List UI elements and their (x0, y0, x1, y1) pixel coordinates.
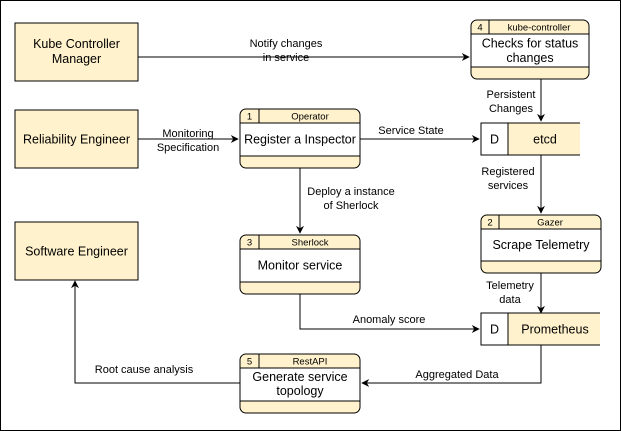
flow-anomaly-score-arrow (299, 294, 480, 333)
process-kube-controller-name: kube-controller (508, 23, 571, 34)
flow-telemetry-data-label-line-1: Telemetry (486, 280, 534, 292)
store-prometheus-name-cell (508, 313, 600, 345)
flow-deploy-instance-label-line-2: of Sherlock (323, 200, 379, 212)
flow-persistent-changes: Persistent Changes (487, 79, 545, 122)
process-gazer-number: 2 (487, 218, 492, 229)
entity-software-engineer-box (14, 221, 139, 281)
flow-deploy-instance-label-line-1: Deploy a instance (307, 186, 394, 198)
entity-reliability-engineer-box (14, 109, 139, 169)
flow-root-cause-analysis-arrow (71, 280, 240, 384)
entity-kube-controller-manager-box (14, 22, 139, 82)
process-kube-controller-body (471, 34, 589, 67)
flow-monitoring-specification: Monitoring Specification (138, 128, 239, 154)
flow-aggregated-data: Aggregated Data (361, 345, 542, 387)
process-restapi-body (240, 368, 360, 401)
process-operator-body (240, 123, 360, 156)
entity-kube-controller-manager-label-line-2: Manager (52, 52, 101, 66)
process-sherlock: 3 Sherlock Monitor service (239, 234, 361, 295)
store-prometheus-name: Prometheus (521, 323, 588, 337)
flow-telemetry-data-label-line-2: data (499, 294, 521, 306)
flow-telemetry-data: Telemetry data (486, 273, 545, 314)
process-gazer-name: Gazer (537, 218, 563, 229)
process-operator: 1 Operator Register a Inspector (239, 108, 361, 169)
process-operator-name: Operator (291, 112, 329, 123)
entity-software-engineer-label: Software Engineer (25, 245, 128, 259)
process-kube-controller-body-line-1: Checks for status (482, 37, 579, 51)
flow-notify-changes-label-line-1: Notify changes (250, 38, 323, 50)
process-restapi-body-line-2: topology (276, 384, 324, 398)
flow-registered-services-label-line-1: Registered (481, 166, 534, 178)
flow-notify-changes-label-line-2: in service (263, 52, 309, 64)
process-restapi-body-line-1: Generate service (252, 370, 347, 384)
store-etcd-name: etcd (533, 133, 557, 147)
flow-registered-services-label-line-2: services (488, 180, 529, 192)
flow-persistent-changes-label-line-2: Changes (489, 103, 534, 115)
flow-persistent-changes-label-line-1: Persistent (487, 89, 536, 101)
flow-anomaly-score-label: Anomaly score (353, 314, 426, 326)
entity-kube-controller-manager-label-line-1: Kube Controller (33, 37, 120, 51)
entity-software-engineer: Software Engineer (14, 221, 139, 281)
flow-service-state: Service State (360, 125, 480, 143)
flow-monitoring-specification-label-line-1: Monitoring (162, 128, 213, 140)
process-sherlock-name: Sherlock (292, 238, 329, 249)
process-kube-controller-body-line-2: changes (506, 51, 553, 65)
process-kube-controller-number: 4 (477, 23, 482, 34)
process-sherlock-number: 3 (247, 238, 252, 249)
entity-reliability-engineer-label: Reliability Engineer (23, 133, 130, 147)
store-etcd-outline (480, 122, 580, 156)
flow-aggregated-data-arrow (361, 345, 542, 387)
flow-aggregated-data-label: Aggregated Data (415, 369, 499, 381)
flow-notify-changes: Notify changes in service (138, 38, 470, 64)
store-prometheus-id-cell (481, 313, 508, 345)
process-restapi-number: 5 (247, 357, 252, 368)
flow-registered-services: Registered services (481, 155, 545, 214)
entity-kube-controller-manager: Kube Controller Manager (14, 22, 139, 82)
store-etcd: D etcd (480, 122, 580, 156)
entity-reliability-engineer: Reliability Engineer (14, 109, 139, 169)
store-etcd-id-cell (481, 123, 508, 155)
process-restapi: 5 RestAPI Generate service topology (239, 353, 361, 414)
flow-deploy-instance: Deploy a instance of Sherlock (296, 167, 395, 234)
process-operator-number: 1 (247, 112, 252, 123)
process-operator-body-line-1: Register a Inspector (244, 133, 356, 147)
store-prometheus-outline (480, 312, 600, 346)
flow-root-cause-analysis: Root cause analysis (71, 280, 240, 384)
process-kube-controller: 4 kube-controller Checks for status chan… (470, 19, 590, 80)
flow-monitoring-specification-label-line-2: Specification (157, 142, 219, 154)
store-prometheus-id: D (490, 323, 499, 337)
process-gazer: 2 Gazer Scrape Telemetry (480, 214, 602, 274)
process-gazer-body (481, 229, 601, 261)
process-restapi-name: RestAPI (293, 357, 328, 368)
process-sherlock-body-line-1: Monitor service (258, 259, 343, 273)
process-sherlock-body (240, 249, 360, 282)
process-gazer-body-line-1: Scrape Telemetry (492, 238, 590, 252)
store-etcd-name-cell (508, 123, 580, 155)
flow-anomaly-score: Anomaly score (299, 294, 480, 333)
store-prometheus: D Prometheus (480, 312, 600, 346)
store-etcd-id: D (490, 133, 499, 147)
flow-service-state-label: Service State (378, 125, 443, 137)
flow-root-cause-analysis-label: Root cause analysis (95, 364, 194, 376)
